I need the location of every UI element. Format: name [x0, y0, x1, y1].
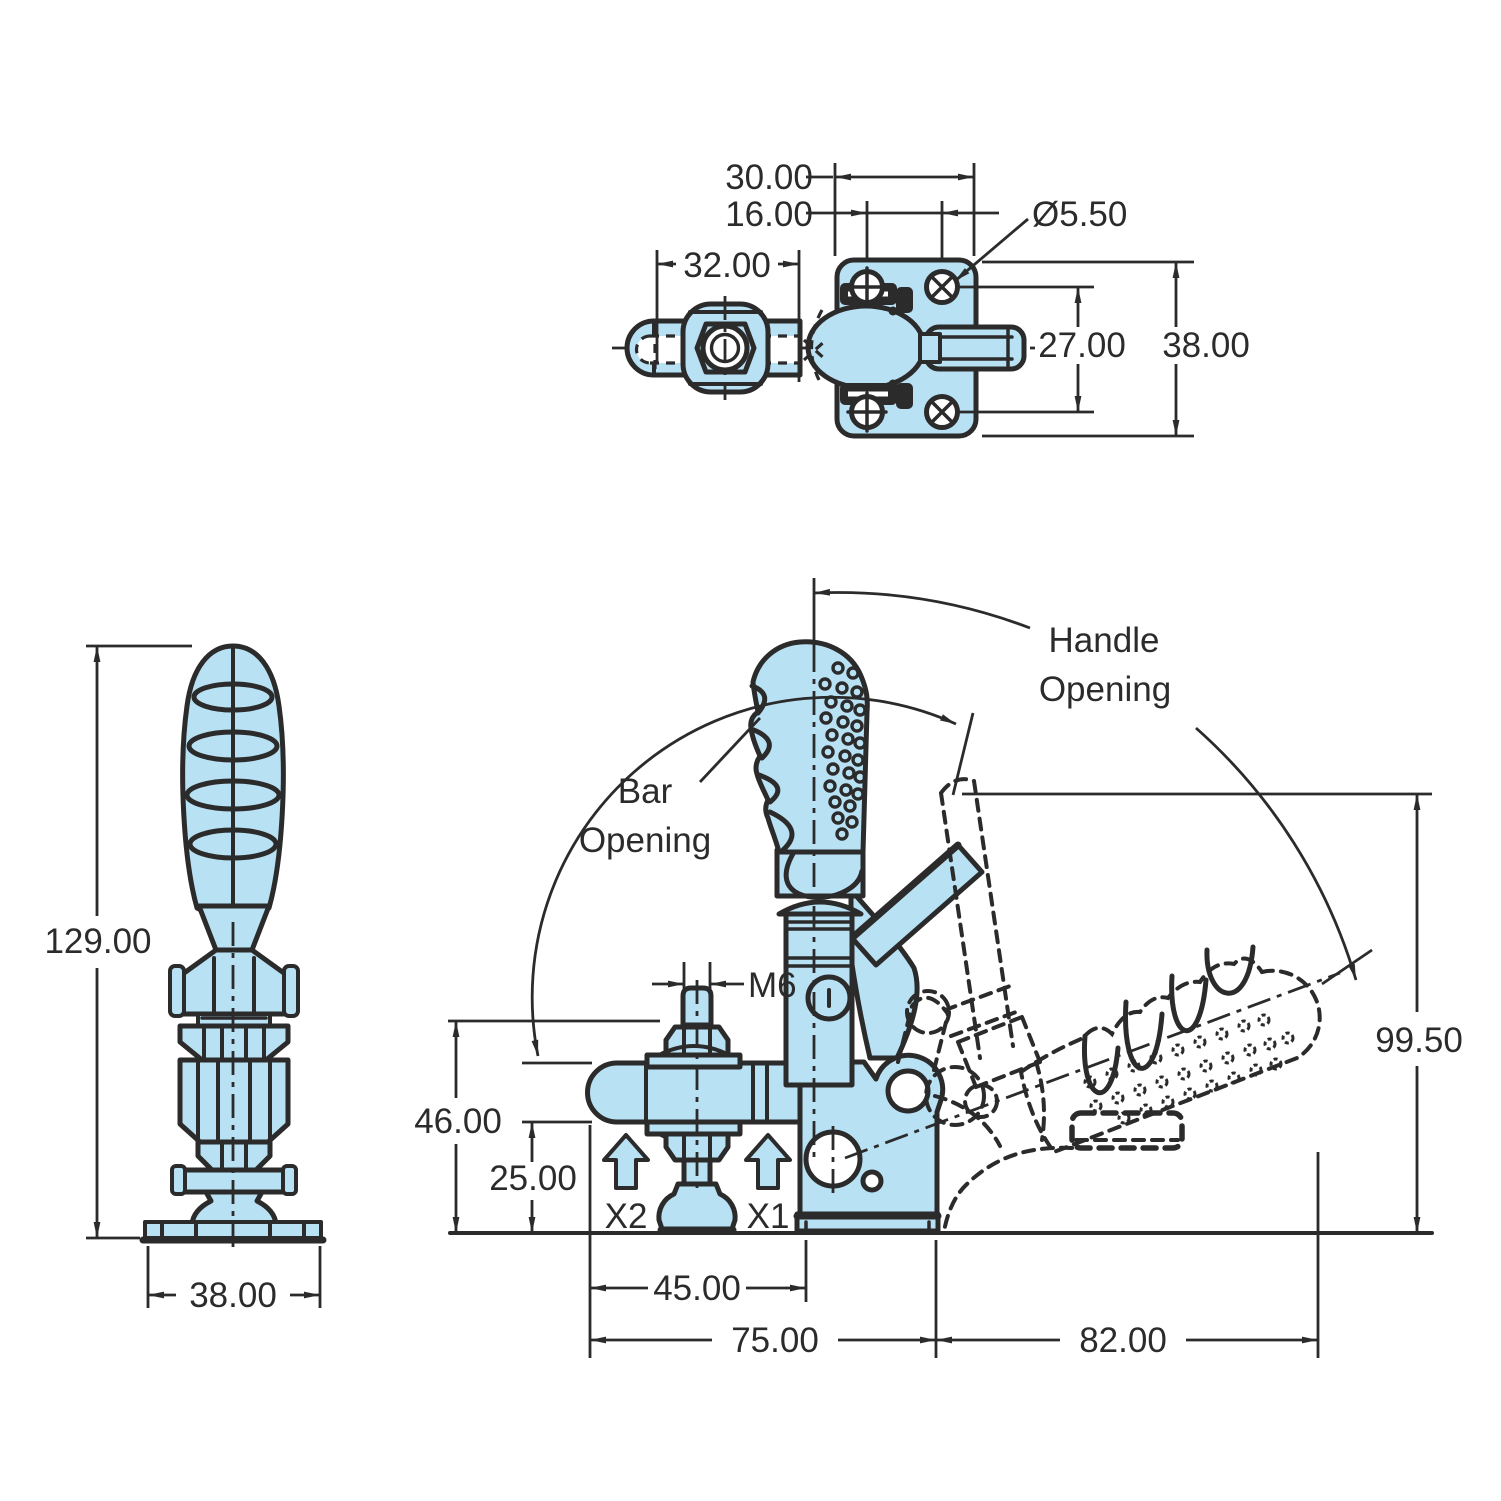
hidden-cross: [802, 338, 828, 362]
dim-38-front: 38.00: [189, 1276, 277, 1315]
clevis-tab: [168, 964, 186, 1018]
washer-upper: [644, 1052, 743, 1070]
stub-lines: [934, 328, 1014, 368]
dim-46: 46.00: [414, 1102, 502, 1141]
dim-25: 25.00: [489, 1159, 577, 1198]
label-x1: X1: [747, 1197, 790, 1236]
clevis-tab: [282, 964, 300, 1018]
phantom-pad: [1069, 1110, 1185, 1151]
spindle-foot-side: [656, 1181, 738, 1232]
bracket-tab: [896, 287, 913, 313]
dim-m6: M6: [748, 966, 797, 1005]
front-view-dimensions: 129.00 38.00: [44, 644, 322, 1315]
label-x2: X2: [605, 1197, 648, 1236]
side-view-dimensions: M6 46.00 25.00 45.00 75.00 82.00: [414, 792, 1463, 1360]
clamp-body-top: [805, 303, 927, 391]
dim-16: 16.00: [725, 195, 813, 234]
dim-27: 27.00: [1038, 326, 1126, 365]
dim-38-top: 38.00: [1162, 326, 1250, 365]
label-bar-opening-2: Opening: [579, 821, 711, 860]
dim-45: 45.00: [653, 1269, 741, 1308]
mounting-holes: [846, 266, 960, 433]
rivet-hole: [860, 1169, 884, 1193]
open-handle-centerline: [844, 971, 1341, 1160]
phantom-grip-scallops: [1081, 944, 1256, 1096]
front-view: 129.00 38.00: [44, 643, 327, 1315]
top-view: 30.00 16.00 32.00 Ø5.50 27.00 38.00: [612, 158, 1250, 439]
dim-32: 32.00: [683, 246, 771, 285]
bar-slot-edges: [634, 334, 800, 365]
label-bar-opening-1: Bar: [618, 772, 673, 811]
dim-75: 75.00: [731, 1321, 819, 1360]
dim-hole-dia: Ø5.50: [1032, 195, 1127, 234]
spindle-nut-lower: [663, 1131, 731, 1163]
open-centerline-tick: [1321, 948, 1373, 986]
dim-129: 129.00: [44, 922, 151, 961]
side-view: X2 X1 Bar Opening Handle Opening M6 46.0…: [414, 578, 1463, 1360]
dim-30: 30.00: [725, 158, 813, 197]
force-arrow-x1: [744, 1133, 792, 1190]
stub-pin: [918, 332, 942, 364]
clamp-bar-side: [585, 1060, 803, 1125]
dim-99-5: 99.50: [1375, 1021, 1463, 1060]
handle-pivot-hole: [885, 1068, 931, 1114]
label-handle-opening-1: Handle: [1049, 621, 1160, 660]
phantom-grip-texture: [1083, 1013, 1295, 1125]
dim-82: 82.00: [1079, 1321, 1167, 1360]
opening-annotations: Bar Opening Handle Opening: [522, 588, 1358, 1065]
rivet-dot: [888, 306, 898, 316]
label-handle-opening-2: Opening: [1039, 670, 1171, 709]
bracket-tab: [896, 383, 913, 409]
force-arrow-x2: [602, 1133, 650, 1190]
top-view-dimensions: 30.00 16.00 32.00 Ø5.50 27.00 38.00: [655, 158, 1250, 438]
hidden-edge: [809, 309, 824, 387]
lower-tab: [281, 1164, 298, 1196]
lower-tab: [170, 1164, 187, 1196]
